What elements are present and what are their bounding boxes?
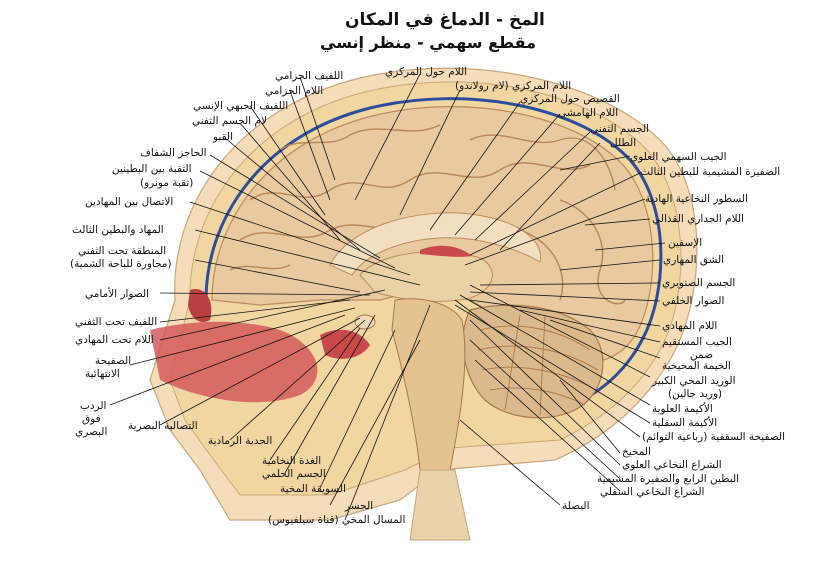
label-supraoptic-recess-2: فوق (82, 413, 101, 425)
label-cuneus: الإسفين (668, 237, 703, 249)
label-corpus-callosum: الجسم الثفني (590, 123, 650, 135)
diagram-title: المخ - الدماغ في المكان (345, 10, 545, 30)
posterior-red (320, 329, 370, 359)
label-splenium: الطلل (610, 137, 637, 149)
label-anterior-commissure: الصوار الأمامي (85, 288, 150, 300)
label-thalamus-third-ventricle: المهاد والبطين الثالث (72, 224, 164, 236)
label-posterior-commissure: الصوار الخلفي (662, 295, 725, 307)
label-paracentral-lobule: اللام حول المركزي (385, 66, 468, 78)
sinus-tissue (188, 289, 212, 323)
label-great-cerebral-vein: الوريد المخي الكبير (652, 375, 736, 387)
label-vein-of-galen: (وريد جالين) (668, 388, 723, 400)
label-interventricular-foramen: الثقبة بين البطينين (112, 163, 192, 175)
label-mammillary-body: الجسم الحلمي (262, 468, 326, 480)
label-tectal-plate: الصفيحة السقفية (رباعية التوائم) (642, 431, 786, 443)
label-striae-medullares: السطور النخاعية الهادية (645, 193, 748, 205)
gyri-folds (229, 124, 626, 305)
label-tentorium-cerebelli: الخيمة المخيخية (662, 360, 731, 372)
label-callosal-sulcus: لام الجسم الثفني (192, 115, 267, 127)
label-subcallosal-area: المنطقة تحت الثفني (78, 245, 167, 257)
label-precuneus: القصيص حول المركزي (520, 93, 620, 105)
label-fornix: القبو (213, 131, 234, 143)
label-cingulate-gyrus: اللفيف الحزامي (275, 70, 344, 82)
label-lamina-terminalis-2: الانتهائية (85, 368, 120, 380)
corpus-callosum-shape (329, 212, 542, 276)
label-choroid-plexus-third-ventricle: الضفيرة المشيمية للبطين الثالث (640, 166, 781, 178)
label-marginal-sulcus: اللام الهامشي (558, 107, 619, 119)
label-central-sulcus: اللام المركزي (لام رولاندو) (455, 80, 572, 92)
label-medulla: البصلة (562, 500, 590, 512)
label-cerebral-peduncle: السويقة المخية (280, 483, 346, 495)
label-pons: الجسر (345, 500, 374, 512)
label-cingulate-sulcus: اللام الحزامي (265, 85, 324, 97)
label-hypothalamic-sulcus-right: اللام المهادي (662, 320, 718, 332)
label-supraoptic-recess: الردب (80, 400, 107, 412)
label-supraoptic-recess-3: البصري (75, 426, 108, 438)
label-parieto-occipital-sulcus: اللام الجداري القذالي (652, 213, 744, 225)
pituitary-shape (354, 314, 376, 330)
label-inferior-medullary-velum: الشراع النخاعي السفلي (600, 486, 705, 498)
dura-mater (204, 97, 663, 412)
label-subcallosal-gyrus: اللفيف تحت الثفني (75, 316, 158, 328)
label-septum-pellucidum: الحاجز الشفاف (140, 147, 207, 159)
label-interthalamic-adhesion: الاتصال بين المهادين (85, 196, 174, 208)
label-cerebellum: المخيخ (622, 446, 651, 458)
cervical-column (409, 469, 471, 541)
label-superior-colliculus: الأكيمة العلوية (652, 403, 713, 415)
label-straight-sinus: الجيب المستقيم (662, 336, 732, 348)
label-superior-medullary-velum: الشراع النخاعي العلوي (622, 459, 722, 471)
diagram-subtitle: مقطع سهمي - منظر إنسي (320, 33, 537, 52)
label-pituitary: الغدة النخامية (262, 455, 322, 467)
choroid-plexus (420, 245, 472, 257)
label-superior-sagittal-sinus: الجيب السهمي العلوي (630, 151, 727, 163)
leader-lines (109, 73, 666, 521)
label-inferior-colliculus: الأكيمة السفلية (652, 417, 718, 429)
label-medial-frontal-gyrus: اللفيف الجبهي الإنسي (193, 100, 289, 112)
label-optic-chiasm: التصالبة البصرية (128, 420, 198, 432)
label-paraterminal: (مجاورة للباحة الشمية) (70, 258, 172, 270)
brainstem-shape (391, 298, 466, 471)
label-hypothalamic-sulcus-left: اللام تحت المهادي (75, 334, 154, 346)
label-fourth-ventricle: البطين الرابع والضفيرة المشيمية (597, 473, 740, 485)
label-pineal-body: الجسم الصنوبري (662, 277, 736, 289)
label-in-tentorium: ضمن (690, 349, 713, 361)
label-foramen-monro: (ثقبة مونرو) (140, 177, 194, 189)
label-lamina-terminalis: الصفيحة (95, 355, 132, 367)
label-cerebral-aqueduct: المسال المخي (قناة سيلفيوس) (268, 514, 406, 526)
label-calcarine-sulcus: الشق المهاري (663, 254, 725, 266)
label-tuber-cinereum: الحدبة الرمادية (208, 435, 273, 447)
